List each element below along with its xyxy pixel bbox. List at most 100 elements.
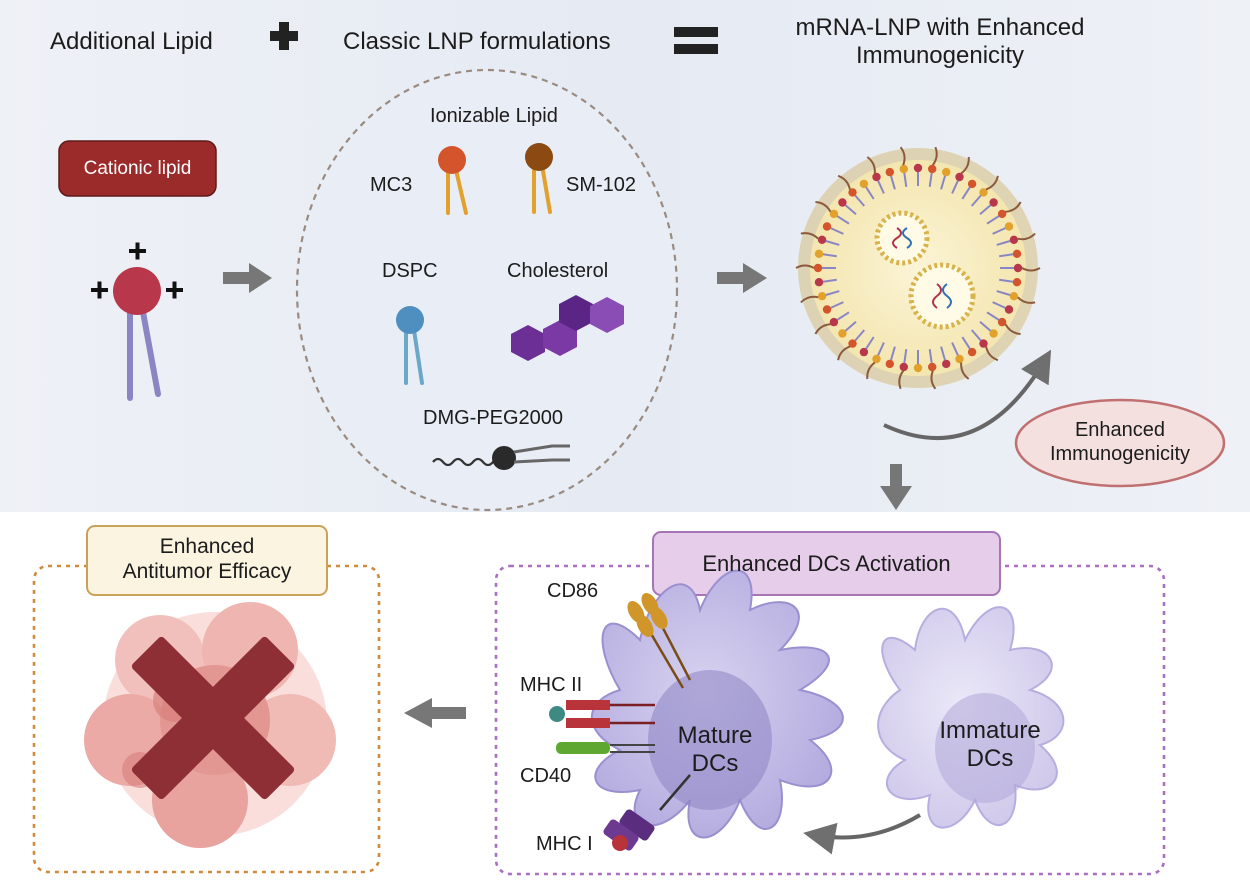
lnp-lipid-head <box>1004 305 1014 314</box>
lnp-lipid-tail <box>986 215 1000 225</box>
lnp-lipid-tail <box>951 342 959 356</box>
lnp-lipid-tail <box>961 336 971 350</box>
cationic-lipid-molecule <box>91 242 183 401</box>
lnp-lipid-tail <box>844 320 857 332</box>
sm102-lipid-molecule <box>525 143 553 214</box>
lnp-lipid-tail <box>928 349 933 364</box>
immunogenicity-badge-text: Enhanced Immunogenicity <box>1020 419 1220 466</box>
lnp-lipid-tail <box>996 240 1011 246</box>
lnp-lipid-tail <box>999 253 1014 258</box>
lnp-lipid-head <box>822 222 832 231</box>
mhc2-receptor <box>549 700 655 728</box>
lnp-lipid-head <box>942 167 951 177</box>
lnp-lipid-tail <box>830 301 844 309</box>
lnp-lipid-head <box>859 179 869 189</box>
cd40-label: CD40 <box>520 765 572 787</box>
lnp-lipid-tail <box>903 172 908 187</box>
lnp-lipid-head <box>1013 263 1023 273</box>
lnp-peg-chain <box>898 370 905 390</box>
peg-lipid-molecule <box>432 444 570 470</box>
classic-formulation-boundary <box>295 68 679 512</box>
lnp-lipid-tail <box>844 204 857 216</box>
tumor-title-line1: Enhanced <box>159 535 255 558</box>
lnp-lipid-tail <box>979 320 992 332</box>
ionizable-lipid-label: Ionizable Lipid <box>430 105 558 127</box>
cholesterol-label: Cholesterol <box>507 260 609 282</box>
lnp-lipid-head <box>899 362 908 372</box>
lnp-lipid-tail <box>986 311 1000 321</box>
tumor-panel-title: Enhanced Antitumor Efficacy <box>87 535 327 585</box>
lnp-peg-chain <box>1004 323 1021 335</box>
cationic-lipid-badge <box>58 140 217 197</box>
arrow-right-1 <box>223 263 272 293</box>
mc3-label: MC3 <box>370 174 413 196</box>
lnp-lipid-tail <box>877 342 885 356</box>
lnp-lipid-tail <box>940 346 946 361</box>
lnp-lipid-tail <box>830 227 844 235</box>
lnp-lipid-tail <box>903 349 908 364</box>
arrow-down <box>880 464 912 510</box>
lnp-lipid-tail <box>865 186 875 200</box>
mature-line1: Mature <box>677 722 753 749</box>
dc-panel-title: Enhanced DCs Activation <box>702 550 951 576</box>
lnp-lipid-head <box>913 363 923 373</box>
lnp-lipid-tail <box>992 227 1006 235</box>
lnp-lipid-tail <box>854 194 866 207</box>
lnp-lipid-tail <box>825 240 840 246</box>
lnp-peg-chain <box>1017 232 1036 241</box>
lnp-lipid-head <box>1009 292 1019 301</box>
lnp-peg-chain <box>1021 267 1041 272</box>
lnp-lipid-tail <box>836 215 850 225</box>
lnp-lipid-head <box>838 329 847 338</box>
lnp-lipid-head <box>885 167 894 177</box>
peg-label: DMG-PEG2000 <box>423 407 564 429</box>
arrow-right-2 <box>717 263 767 293</box>
lnp-lipid-head <box>989 198 998 207</box>
tumor-panel-title-box <box>86 525 328 596</box>
lnp-lipid-head <box>829 317 839 327</box>
lnp-peg-chain <box>837 174 851 190</box>
mrna-lnp-particle <box>795 146 1041 390</box>
mature-dc-nucleus <box>648 670 772 810</box>
result-title-line2: Immunogenicity <box>855 42 1025 70</box>
immunogenicity-badge <box>1014 398 1226 488</box>
lnp-lipid-head <box>1009 235 1019 244</box>
immature-dc-label: Immature DCs <box>925 717 1055 774</box>
lnp-lipid-head <box>817 292 827 301</box>
lnp-lipid-head <box>989 329 998 338</box>
lnp-lipid-tail <box>996 290 1011 296</box>
lnp-peg-chain <box>899 146 906 166</box>
lnp-lipid-head <box>848 188 857 197</box>
lnp-peg-chain <box>866 156 876 174</box>
lnp-lipid-head <box>1012 249 1022 258</box>
lnp-lipid-tail <box>999 278 1014 283</box>
lnp-lipid-head <box>979 339 988 348</box>
lnp-lipid-head <box>838 198 847 207</box>
lnp-lipid-head <box>859 347 869 357</box>
lnp-lipid-head <box>817 235 827 244</box>
mhc1-label: MHC I <box>536 833 593 855</box>
lnp-lipid-head <box>928 362 937 372</box>
immature-line2: DCs <box>966 745 1014 773</box>
lnp-lipid-head <box>942 359 951 369</box>
lnp-peg-chain <box>960 156 970 175</box>
lnp-lipid-head <box>997 317 1007 327</box>
lnp-peg-chain <box>931 146 938 166</box>
lnp-lipid-tail <box>992 301 1006 309</box>
lnp-peg-chain <box>795 264 815 269</box>
cd86-receptor <box>627 593 692 689</box>
lnp-peg-chain <box>1005 201 1022 213</box>
lnp-lipid-head <box>872 172 881 182</box>
mc3-lipid-molecule <box>438 146 468 215</box>
lnp-peg-chain <box>837 345 851 361</box>
immunogenicity-line1: Enhanced <box>1074 419 1166 441</box>
lnp-lipid-head <box>814 249 824 258</box>
cd40-receptor <box>556 742 655 754</box>
lnp-lipid-head <box>822 305 832 314</box>
dspc-lipid-molecule <box>396 306 424 385</box>
mhc2-label: MHC II <box>520 674 583 696</box>
lnp-lipid-tail <box>970 329 982 342</box>
lnp-lipid-tail <box>836 311 850 321</box>
